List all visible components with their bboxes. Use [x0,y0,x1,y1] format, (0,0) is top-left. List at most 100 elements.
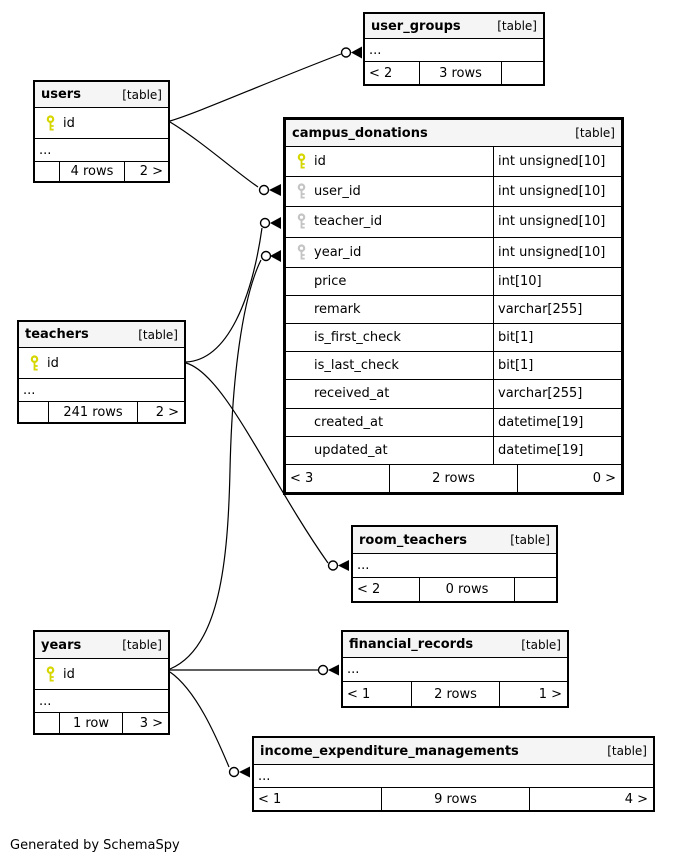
ellipsis-label: ... [39,693,52,709]
table-type-tag: [table] [138,327,178,342]
table-header[interactable]: financial_records[table] [343,632,567,658]
field-name: remark [314,301,361,317]
ellipsis-label: ... [369,42,382,58]
table-type-tag: [table] [497,19,537,33]
table-header[interactable]: years[table] [35,632,168,659]
table-header[interactable]: room_teachers[table] [353,527,556,554]
footer-prev-relations[interactable]: < 1 [254,788,382,810]
footer-next-relations[interactable]: 3 > [139,715,163,731]
cardinality-dot-icon [259,217,271,229]
foreign-key-icon [286,243,311,261]
primary-key-icon [286,153,311,170]
footer-row-count: 2 rows [412,682,500,706]
field-type: varchar[255] [493,295,621,324]
table-name: campus_donations [292,125,428,141]
footer-prev-relations[interactable] [19,402,49,422]
ellipsis-label: ... [357,558,370,573]
table-header[interactable]: campus_donations[table] [286,120,621,147]
footer-prev-relations[interactable]: < 2 [353,578,420,601]
field-name: id [314,154,326,170]
field-row-id[interactable]: id [35,108,168,139]
field-type: int[10] [493,267,621,295]
primary-key-icon [35,665,60,683]
ellipsis-row[interactable]: ... [365,39,543,62]
arrowhead-icon [269,184,281,196]
field-type: datetime[19] [493,408,621,436]
table-header[interactable]: user_groups[table] [365,14,543,39]
field-row-remark[interactable]: remark varchar[255] [286,295,621,325]
field-row-id[interactable]: id [35,659,168,690]
ellipsis-row[interactable]: ... [35,690,168,713]
footer-prev-relations[interactable]: < 3 [286,464,390,493]
field-row-id[interactable]: id [19,348,184,379]
cardinality-dot-icon [228,766,240,778]
primary-key-icon [35,114,60,132]
footer-prev-relations[interactable]: < 1 [343,682,412,706]
table-name: room_teachers [359,532,468,548]
table-header[interactable]: teachers[table] [19,322,184,348]
relationship-line [169,53,342,122]
table-income_expenditure_managements[interactable]: income_expenditure_managements[table]...… [252,736,655,812]
edge-years-id-to-financial_records [170,664,339,676]
footer-next-relations[interactable] [515,578,556,601]
field-type: varchar[255] [493,380,621,408]
schemaspy-credit: Generated by SchemaSpy [10,838,180,853]
field-type: int unsigned[10] [493,177,621,207]
cardinality-dot-icon [260,250,272,262]
ellipsis-row[interactable]: ... [254,765,653,788]
footer-row-count: 0 rows [420,578,515,601]
field-type: int unsigned[10] [493,207,621,237]
edge-users-id-to-campus_donations-user_id [169,121,281,196]
foreign-key-icon [286,183,311,200]
footer-next-relations[interactable]: 2 > [139,164,163,179]
field-row-user_id[interactable]: user_id int unsigned[10] [286,177,621,208]
field-row-teacher_id[interactable]: teacher_id int unsigned[10] [286,207,621,238]
arrowhead-icon [239,766,250,778]
ellipsis-label: ... [39,142,52,158]
table-header[interactable]: income_expenditure_managements[table] [254,738,653,765]
footer-prev-relations[interactable] [35,713,60,733]
field-name: teacher_id [314,214,383,230]
table-name: financial_records [349,637,474,652]
ellipsis-row[interactable]: ... [353,554,556,578]
footer-next-relations[interactable]: 2 > [155,404,179,420]
field-name: user_id [314,184,361,200]
footer-prev-relations[interactable] [35,162,60,181]
table-header[interactable]: users[table] [35,82,168,108]
ellipsis-row[interactable]: ... [19,379,184,402]
edge-teachers-id-to-room_teachers [185,362,349,571]
field-name: id [47,355,59,371]
footer-next-relations[interactable]: 0 > [592,470,616,486]
ellipsis-row[interactable]: ... [35,139,168,162]
ellipsis-row[interactable]: ... [343,658,567,682]
edge-years-id-to-campus_donations-year_id [169,250,281,670]
table-type-tag: [table] [122,87,162,102]
field-type: datetime[19] [493,436,621,464]
field-name: id [63,666,75,682]
footer-next-relations[interactable]: 1 > [538,686,562,702]
foreign-key-icon [286,213,311,230]
footer-next-relations[interactable] [502,62,543,84]
table-name: income_expenditure_managements [260,743,519,759]
footer-next-relations[interactable]: 4 > [624,791,648,807]
footer-prev-relations[interactable]: < 2 [365,62,420,84]
